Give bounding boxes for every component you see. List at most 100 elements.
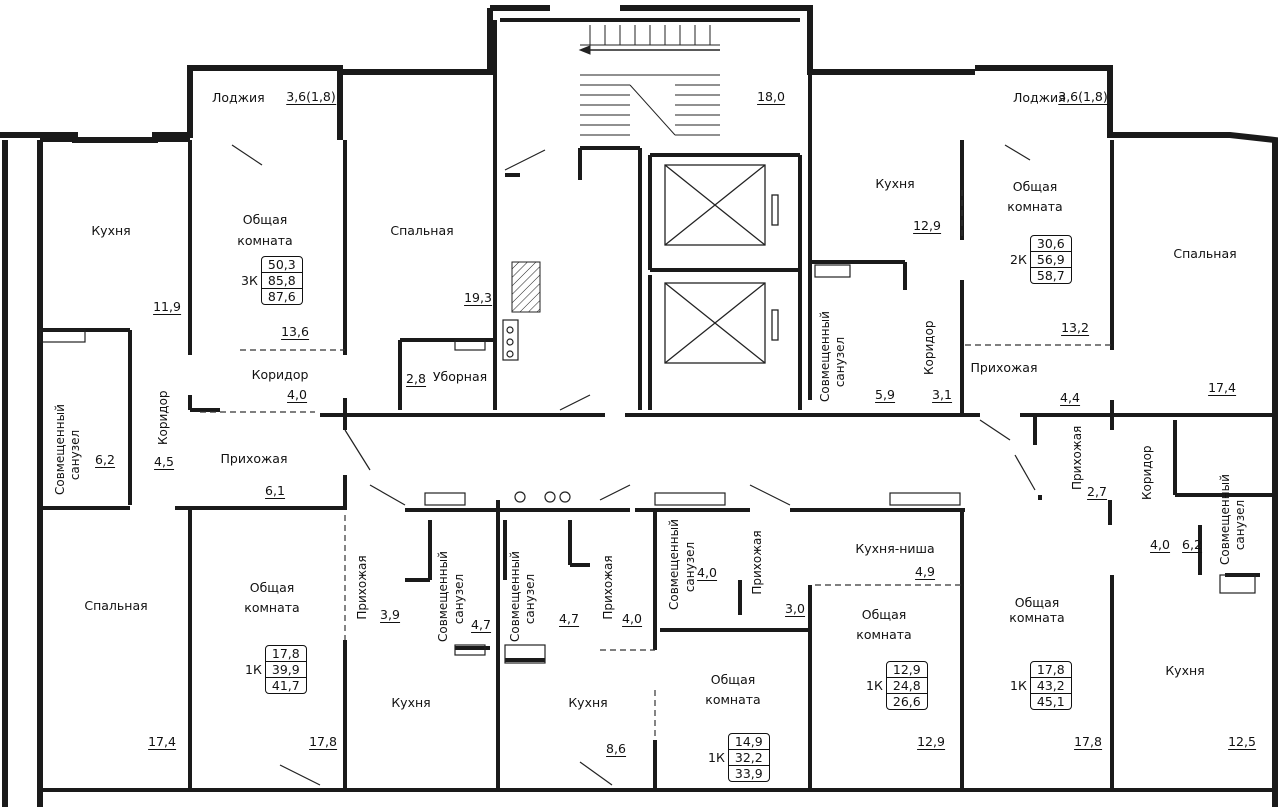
a3-corridor-area: 4,0 [1150, 537, 1170, 553]
a3-hall-area: 2,7 [1087, 484, 1107, 500]
a2-hall-label: Прихожая [970, 360, 1038, 375]
a7-bath-label-1: Совмещенный [667, 519, 681, 610]
a3-kitchen-area: 12,5 [1228, 734, 1256, 750]
a2-kitchen-label: Кухня [875, 176, 915, 191]
a2-bedroom-area: 17,4 [1208, 380, 1236, 396]
total-with-loggia-area: 33,9 [734, 766, 763, 781]
a4-living-label-2: комната [244, 600, 300, 615]
a6-living-label-1: Общая [710, 672, 756, 687]
a3-bath-label-1: Совмещенный [1218, 474, 1232, 565]
a2-corridor-area: 3,1 [932, 387, 952, 403]
total-with-loggia-area: 58,7 [1036, 268, 1065, 283]
a1-hall-label: Прихожая [220, 451, 288, 466]
fixtures [39, 264, 1256, 664]
a1-corridor2-label: Коридор [156, 390, 170, 445]
a3-bath-area: 6,2 [1182, 537, 1202, 553]
doors [231, 144, 1036, 786]
a3-hall-label: Прихожая [1070, 425, 1084, 490]
apartment-badge: 1К 14,9 32,2 33,9 [708, 733, 770, 782]
total-with-loggia-area: 45,1 [1036, 694, 1065, 709]
a6-bath-label-1: Совмещенный [508, 551, 522, 642]
apartment-badge: 3К 50,3 85,8 87,6 [241, 256, 303, 305]
outer-walls [0, 5, 1278, 807]
a4-living-label-1: Общая [249, 580, 295, 595]
living-area: 30,6 [1036, 236, 1065, 251]
shaft-hatch [511, 261, 541, 313]
a6-bath-label-2: санузел [523, 573, 537, 625]
a3-corridor-label: Коридор [1140, 445, 1154, 500]
a1-living-area: 13,6 [281, 324, 309, 340]
a4-hall-label: Прихожая [355, 555, 369, 620]
a3-bath-label-2: санузел [1233, 499, 1247, 551]
a1-corridor2-area: 4,5 [154, 454, 174, 470]
total-area: 56,9 [1030, 251, 1071, 268]
a3-living-label-1: Общая [1014, 595, 1060, 610]
a1-living-label-2: комната [237, 233, 293, 248]
a5-kitchen-label: Кухня [391, 695, 431, 710]
total-area: 24,8 [886, 677, 927, 694]
loggia-right-area: 3,6(1,8) [1058, 89, 1108, 105]
a2-living-area: 13,2 [1061, 320, 1089, 336]
stair-area: 18,0 [757, 89, 785, 105]
a2-corridor-label: Коридор [922, 320, 936, 375]
living-area: 14,9 [734, 734, 763, 749]
a1-kitchen-label: Кухня [91, 223, 131, 238]
a2-bath-label-2: санузел [833, 336, 847, 388]
a7-kitchen-niche-label: Кухня-ниша [855, 541, 935, 556]
a2-kitchen-area: 12,9 [913, 218, 941, 234]
total-area: 43,2 [1030, 677, 1071, 694]
a5-bath-label-2: санузел [452, 573, 466, 625]
a2-bath-label-1: Совмещенный [818, 311, 832, 402]
a2-bath-area: 5,9 [875, 387, 895, 403]
a1-wc-label: Уборная [432, 369, 488, 384]
a7-living-label-2: комната [856, 627, 912, 642]
total-with-loggia-area: 41,7 [271, 678, 300, 693]
total-with-loggia-area: 87,6 [267, 289, 296, 304]
loggia-left-area: 3,6(1,8) [286, 89, 336, 105]
a1-bedroom-label: Спальная [390, 223, 454, 238]
dashed-lines [200, 190, 1112, 740]
a4-hall-area: 3,9 [380, 607, 400, 623]
living-area: 17,8 [1036, 662, 1065, 677]
apartment-badge: 1К 17,8 39,9 41,7 [245, 645, 307, 694]
a6-bath-area: 4,7 [559, 611, 579, 627]
a3-living-label-2: комната [1009, 610, 1065, 625]
a1-hall-area: 6,1 [265, 483, 285, 499]
apartment-type: 1К [1010, 678, 1027, 693]
a1-wc-area: 2,8 [406, 371, 426, 387]
apartment-badge: 1К 12,9 24,8 26,6 [866, 661, 928, 710]
a1-bedroom-area: 19,3 [464, 290, 492, 306]
a7-kitchen-niche-area: 4,9 [915, 564, 935, 580]
a6-hall-label: Прихожая [601, 555, 615, 620]
total-area: 32,2 [728, 749, 769, 766]
a7-living-label-1: Общая [861, 607, 907, 622]
a7-living-area: 12,9 [917, 734, 945, 750]
a1-bath-area: 6,2 [95, 452, 115, 468]
interior-walls [40, 18, 1275, 792]
a2-bedroom-label: Спальная [1173, 246, 1237, 261]
a1-bath-label-1: Совмещенный [53, 404, 67, 495]
total-area: 85,8 [261, 272, 302, 289]
living-area: 17,8 [271, 646, 300, 661]
a1-corridor-label: Коридор [251, 367, 309, 382]
a2-hall-area: 4,4 [1060, 390, 1080, 406]
a3-kitchen-label: Кухня [1165, 663, 1205, 678]
a1-kitchen-area: 11,9 [153, 299, 181, 315]
a6-living-label-2: комната [705, 692, 761, 707]
a2-living-label-1: Общая [1012, 179, 1058, 194]
stairs [578, 25, 720, 136]
a5-bath-label-1: Совмещенный [436, 551, 450, 642]
apartment-type: 1К [708, 750, 725, 765]
a4-living-area: 17,8 [309, 734, 337, 750]
living-area: 50,3 [267, 257, 296, 272]
a6-kitchen-label: Кухня [568, 695, 608, 710]
loggia-left-label: Лоджия [212, 90, 265, 105]
a3-living-area: 17,8 [1074, 734, 1102, 750]
a7-hall-area: 3,0 [785, 601, 805, 617]
total-area: 39,9 [265, 661, 306, 678]
a4-bedroom-area: 17,4 [148, 734, 176, 750]
loggia-right-label: Лоджия [1013, 90, 1066, 105]
living-area: 12,9 [892, 662, 921, 677]
a7-bath-label-2: санузел [683, 541, 697, 593]
